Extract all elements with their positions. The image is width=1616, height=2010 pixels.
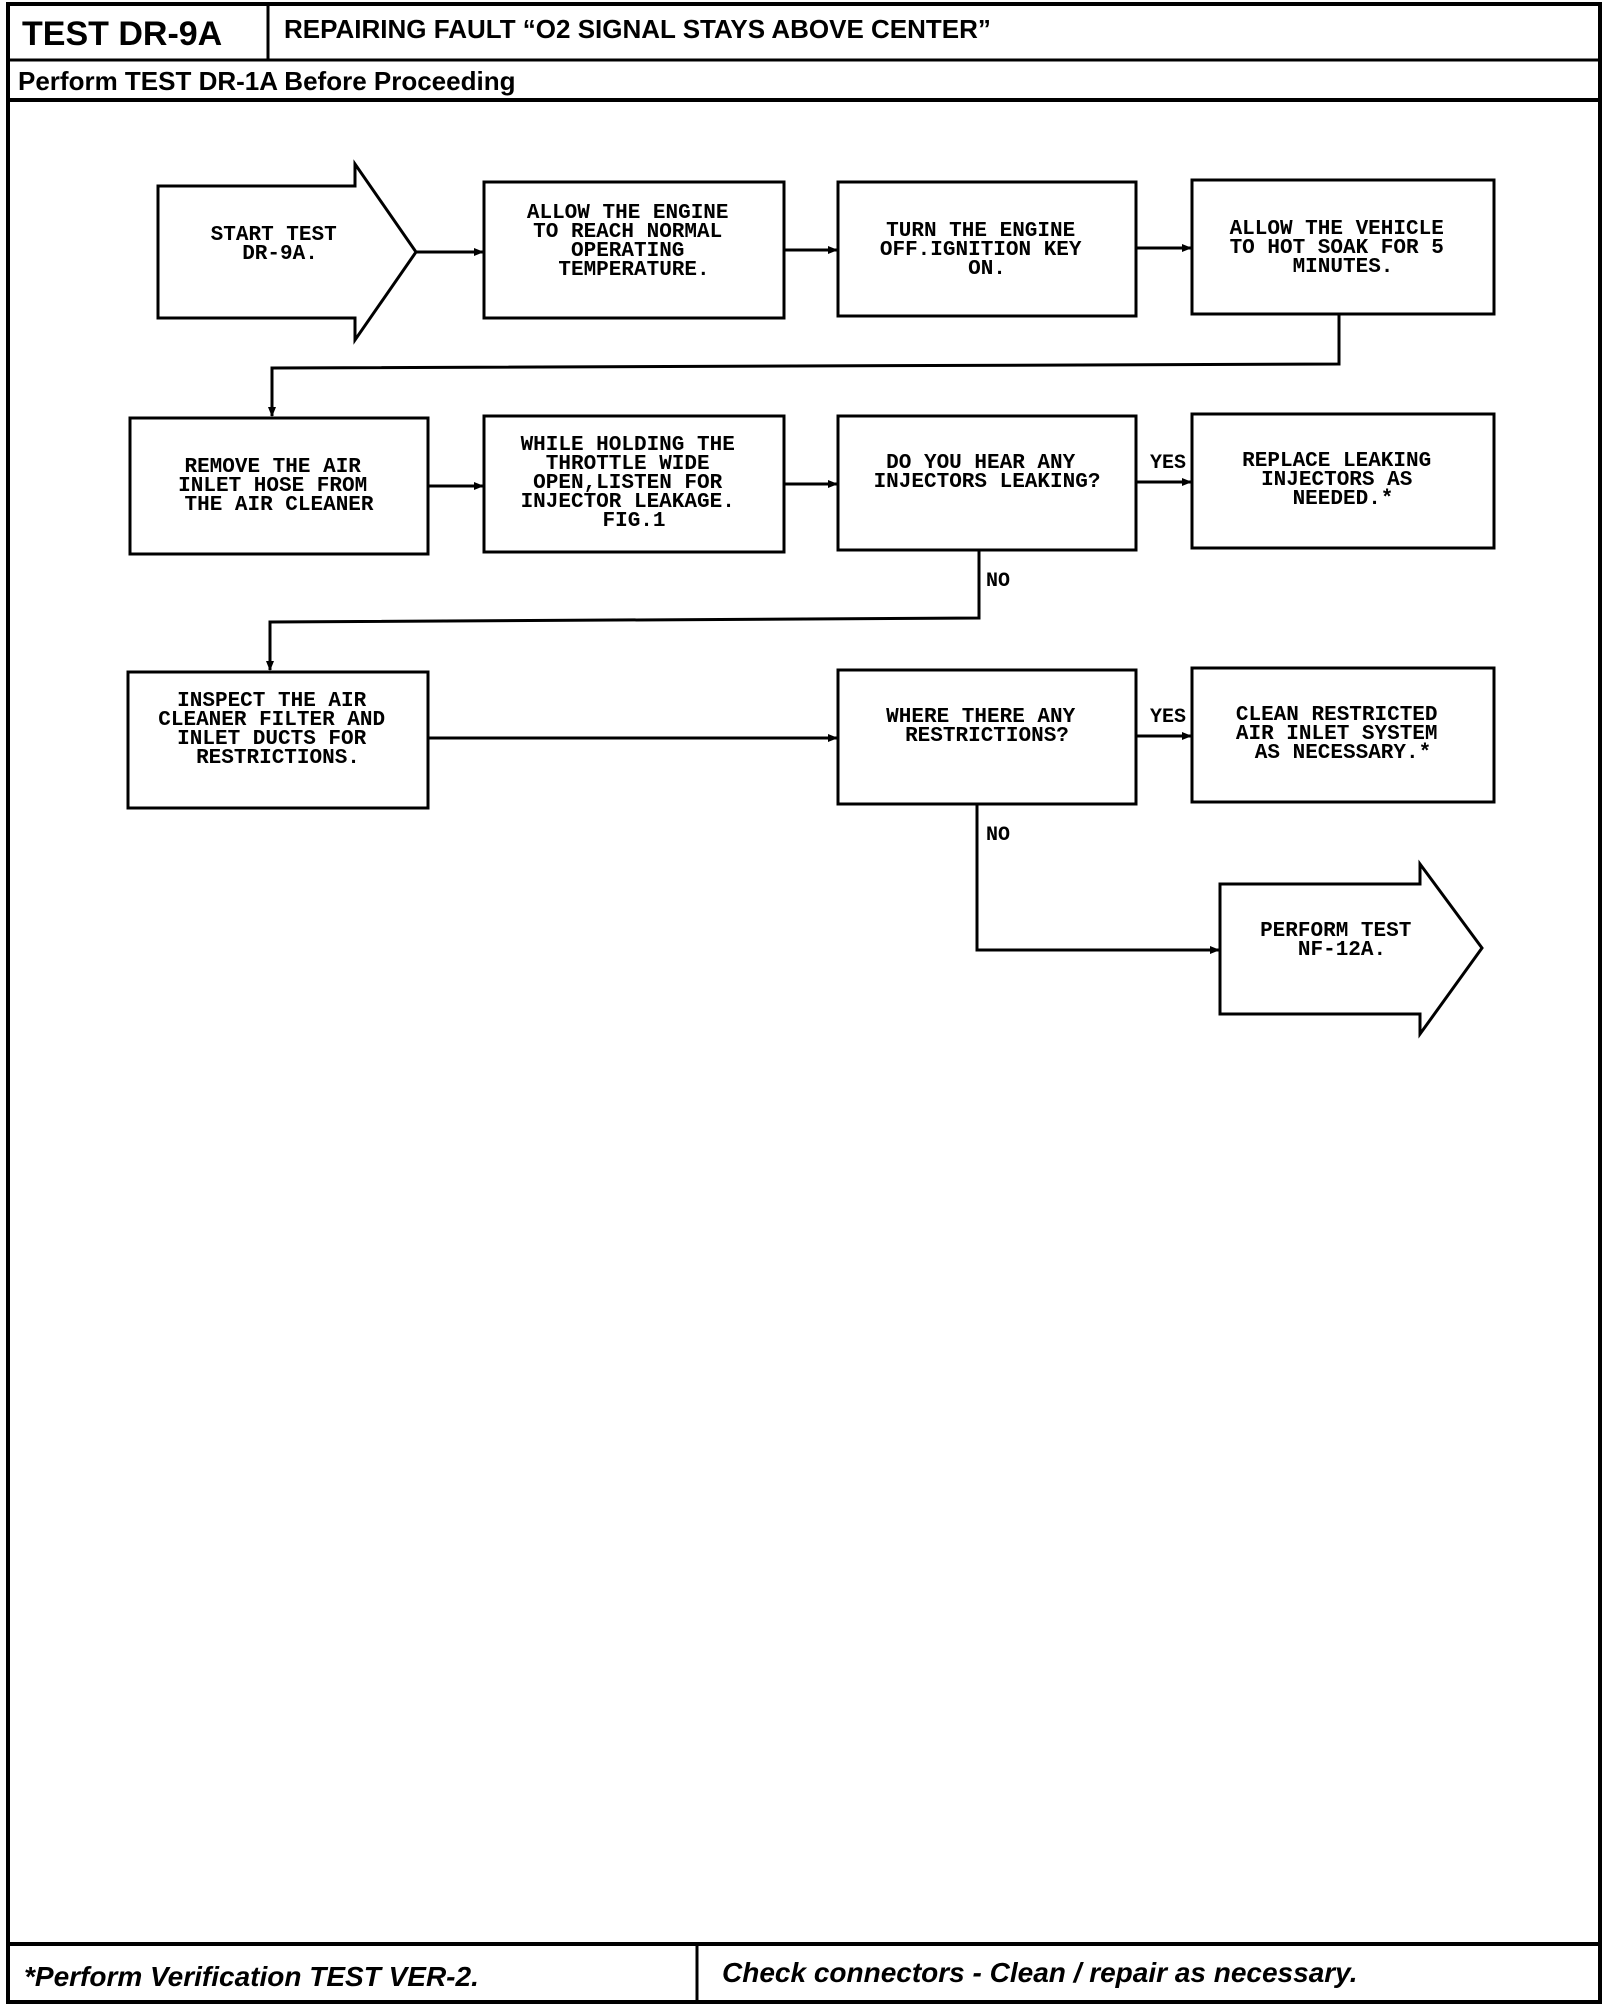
no-label-1: NO xyxy=(986,570,1010,593)
box-remove-air-hose xyxy=(128,416,430,556)
box-clean-air-inlet xyxy=(1190,666,1496,804)
box-remove-air-hose-text: REMOVE THE AIR INLET HOSE FROM THE AIR C… xyxy=(178,456,380,517)
box-listen-leakage xyxy=(482,414,786,554)
box-listen-leakage-text: WHILE HOLDING THE THROTTLE WIDE OPEN,LIS… xyxy=(521,434,748,533)
decision-injectors-leaking-text: DO YOU HEAR ANY INJECTORS LEAKING? xyxy=(874,452,1101,494)
decision-restrictions xyxy=(836,668,1138,806)
yes-label-2: YES xyxy=(1150,706,1186,729)
decision-restrictions-text: WHERE THERE ANY RESTRICTIONS? xyxy=(886,706,1088,748)
box-clean-air-inlet-text: CLEAN RESTRICTED AIR INLET SYSTEM AS NEC… xyxy=(1236,704,1450,765)
end-text: PERFORM TEST NF-12A. xyxy=(1260,920,1424,962)
box-hot-soak xyxy=(1190,178,1496,316)
connector-decision1-no xyxy=(266,550,981,671)
decision-injectors-leaking xyxy=(836,414,1138,552)
test-id: TEST DR-9A xyxy=(22,15,222,53)
page-border xyxy=(6,2,1602,2004)
connector-step3-to-step4 xyxy=(268,314,1341,417)
box-replace-injectors xyxy=(1190,412,1496,550)
box-allow-engine-text: ALLOW THE ENGINE TO REACH NORMAL OPERATI… xyxy=(527,202,741,282)
test-title: REPAIRING FAULT “O2 SIGNAL STAYS ABOVE C… xyxy=(284,14,991,44)
end-arrow-shape xyxy=(1218,859,1484,1039)
start-arrow-shape xyxy=(156,159,418,345)
box-turn-engine-off-text: TURN THE ENGINE OFF.IGNITION KEY ON. xyxy=(880,220,1094,281)
yes-label-1: YES xyxy=(1150,452,1186,475)
connector-decision2-no xyxy=(975,804,1220,954)
no-label-2: NO xyxy=(986,824,1010,847)
box-replace-injectors-text: REPLACE LEAKING INJECTORS AS NEEDED.* xyxy=(1242,450,1444,511)
start-text: START TEST DR-9A. xyxy=(211,224,350,266)
footer-right-note: Check connectors - Clean / repair as nec… xyxy=(722,1957,1357,1988)
box-inspect-air-cleaner-text: INSPECT THE AIR CLEANER FILTER AND INLET… xyxy=(158,690,397,770)
prerequisite-note: Perform TEST DR-1A Before Proceeding xyxy=(18,66,515,96)
box-inspect-air-cleaner xyxy=(126,670,430,810)
footer-left-note: *Perform Verification TEST VER-2. xyxy=(24,1961,479,1992)
box-allow-engine xyxy=(482,180,786,320)
box-hot-soak-text: ALLOW THE VEHICLE TO HOT SOAK FOR 5 MINU… xyxy=(1230,218,1457,279)
